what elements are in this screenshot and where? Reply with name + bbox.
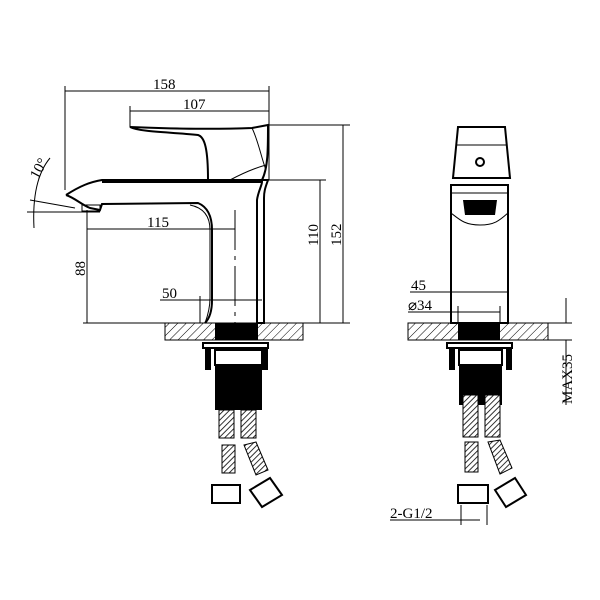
side-view: 158 107 10° 115 88 50 110 152 [27,77,350,509]
dim-shank-diameter: ⌀34 [408,298,433,314]
dim-connection: 2-G1/2 [390,506,433,522]
shank [215,323,258,340]
spout-body [65,179,270,324]
dim-overall-length: 158 [153,77,176,93]
handle [451,126,512,179]
dim-total-height: 152 [329,224,345,247]
indicator-dot [475,157,485,167]
front-view: 45 ⌀34 MAX35 2-G1/2 [390,126,576,525]
dim-spout-reach: 115 [147,215,169,231]
aerator [81,204,101,212]
dim-spout-angle: 10° [27,156,51,182]
dim-spout-height: 88 [73,261,89,276]
dim-body-height: 110 [306,224,322,246]
fixing-and-hoses-front [446,342,528,509]
fixing-and-hoses [202,342,284,509]
dimension-lines-front [390,291,572,525]
lever [129,123,270,181]
dim-body-width: 45 [411,278,426,294]
dim-centre-offset: 50 [162,286,177,302]
dimension-lines [27,86,350,324]
dim-lever-length: 107 [183,97,206,113]
aerator-front [463,200,497,215]
dim-max-deck-thickness: MAX35 [560,354,576,404]
